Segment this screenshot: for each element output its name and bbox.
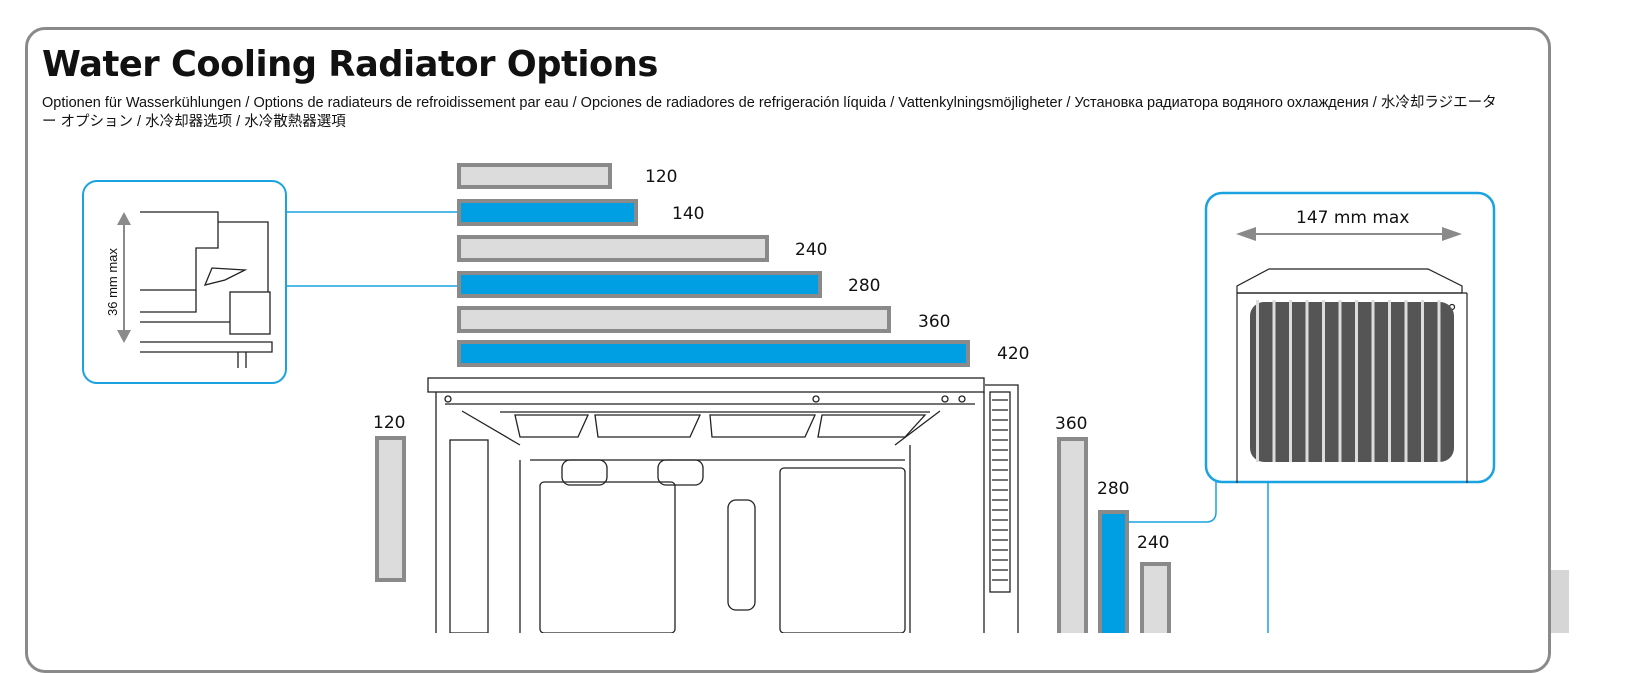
radiator-label: 240 [1137,533,1169,553]
rear-radiator-120: 120 [373,413,406,582]
radiator-fin [1355,300,1358,462]
radiator-label: 240 [795,240,827,260]
radiator-fin [1256,300,1259,462]
top-radiator-120: 120 [457,163,677,189]
radiator-fin [1404,300,1408,462]
case-drawing [427,377,1019,633]
radiator-fin [1289,300,1292,462]
radiator-fin [1305,300,1309,462]
top-radiator-420: 420 [457,340,1029,367]
radiator-fin [1437,300,1441,462]
radiator-fin [1322,300,1325,462]
radiator-label: 420 [997,344,1029,364]
radiator-fin [1371,300,1375,462]
top-radiator-240: 240 [457,235,827,262]
radiator-label: 360 [1055,414,1087,434]
radiator-fin [1272,300,1276,462]
radiator-fin [1388,300,1391,462]
front-radiator-240: 240 [1137,533,1171,633]
clearance-label: 36 mm max [105,248,120,316]
radiator-label: 120 [373,413,405,433]
radiator-label: 280 [1097,479,1129,499]
width-label: 147 mm max [1296,208,1409,228]
page-subtitle: Optionen für Wasserkühlungen / Options d… [42,95,1497,130]
top-radiator-280: 280 [457,271,880,298]
radiator-label: 360 [918,312,950,332]
top-clearance-inset: 36 mm max [82,180,457,384]
page-title: Water Cooling Radiator Options [42,44,658,85]
scrollbar-thumb[interactable] [1551,570,1569,633]
top-radiator-360: 360 [457,306,950,333]
radiator-diagram: 120 140 240 280 360 420 [82,163,1496,633]
radiator-label: 140 [672,204,704,224]
front-radiator-360: 360 [1055,414,1088,633]
top-radiator-140: 140 [457,199,704,226]
radiator-fin [1338,300,1342,462]
radiator-fin [1421,300,1424,462]
radiator-label: 280 [848,276,880,296]
front-width-inset: 147 mm max [1128,191,1496,633]
front-radiator-280: 280 [1097,479,1129,633]
radiator-label: 120 [645,167,677,187]
